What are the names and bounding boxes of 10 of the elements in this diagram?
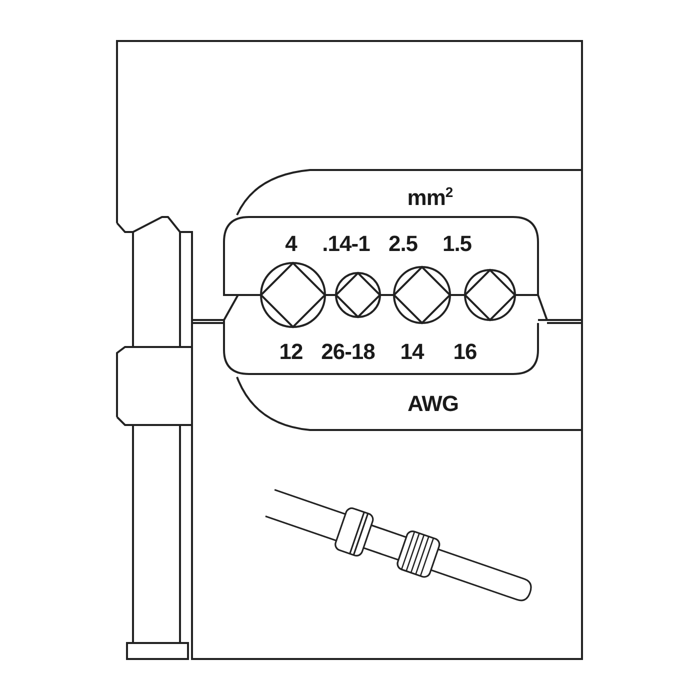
size-label: .14-1 (322, 233, 370, 255)
unit-label: AWG (407, 393, 459, 415)
size-label: 12 (279, 341, 303, 363)
size-label: 2.5 (388, 233, 418, 255)
size-label: 14 (400, 341, 424, 363)
size-label: 4 (285, 233, 297, 255)
size-label: 1.5 (442, 233, 472, 255)
size-label: 26-18 (321, 341, 375, 363)
size-label: 16 (453, 341, 477, 363)
unit-label: mm$^{2}$ (407, 187, 453, 209)
